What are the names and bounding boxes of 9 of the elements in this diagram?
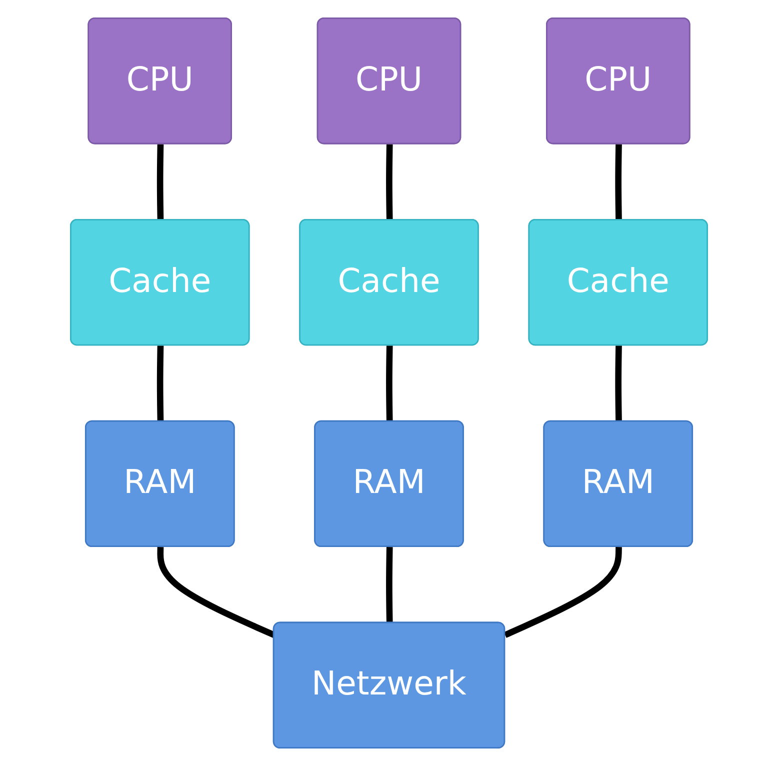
connector: [157, 546, 276, 638]
connector: [156, 345, 164, 422]
connector: [386, 546, 393, 623]
connector: [504, 546, 622, 638]
connector: [386, 345, 393, 422]
connector: [386, 144, 393, 220]
connector: [615, 144, 622, 220]
connector: [156, 144, 164, 220]
connector: [615, 345, 622, 422]
